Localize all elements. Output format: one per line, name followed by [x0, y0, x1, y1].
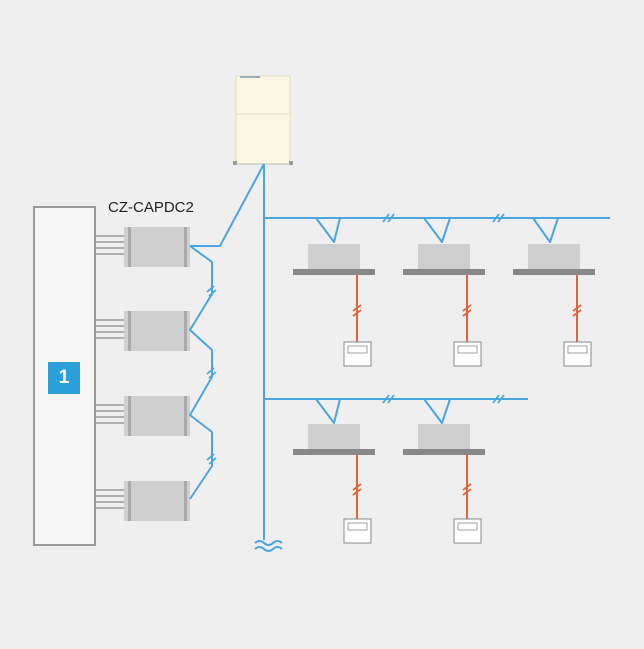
- adapter-unit-3: [95, 396, 190, 436]
- control-wiring: [356, 275, 578, 519]
- remote-controller-1: [343, 341, 372, 367]
- break-icon: [206, 213, 505, 465]
- controller-badge: 1: [48, 362, 80, 394]
- adapter-unit-4: [95, 481, 190, 521]
- refrigerant-piping: [189, 163, 610, 552]
- indoor-unit-5: [403, 424, 485, 455]
- indoor-unit-2: [403, 244, 485, 275]
- adapter-label: CZ-CAPDC2: [108, 199, 194, 216]
- remote-controller-5: [453, 518, 482, 544]
- indoor-unit-1: [293, 244, 375, 275]
- wire-break-icon: [352, 304, 582, 496]
- indoor-unit-3: [513, 244, 595, 275]
- remote-controller-3: [563, 341, 592, 367]
- outdoor-unit: [233, 75, 293, 165]
- indoor-unit-4: [293, 424, 375, 455]
- adapter-unit-1: [95, 227, 190, 267]
- remote-controller-4: [343, 518, 372, 544]
- adapter-unit-2: [95, 311, 190, 351]
- remote-controller-2: [453, 341, 482, 367]
